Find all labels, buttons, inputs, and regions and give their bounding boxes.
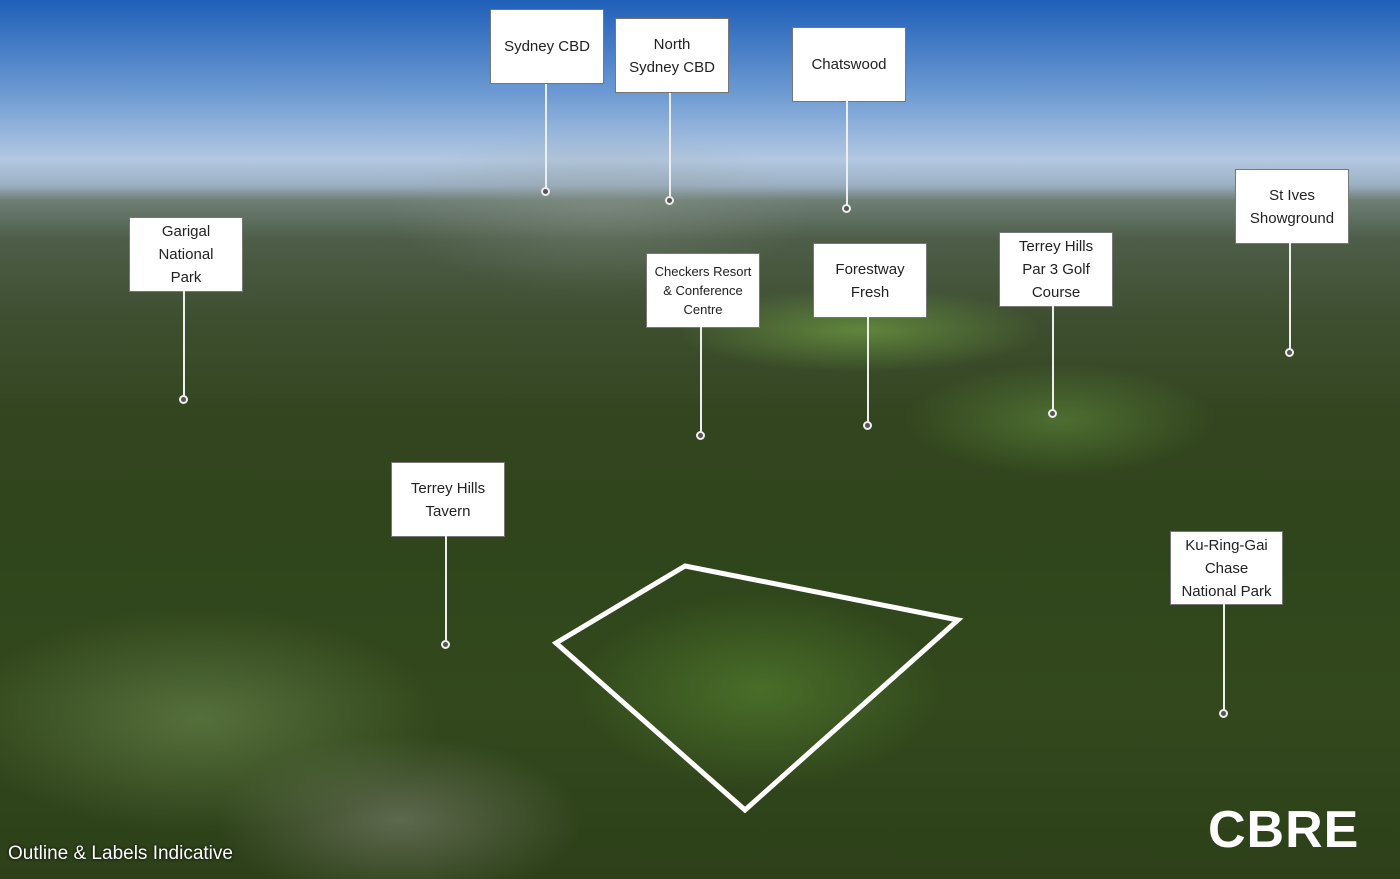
- pointer-dot: [842, 204, 851, 213]
- pointer-line: [1289, 243, 1291, 352]
- label-garigal-national-park: Garigal National Park: [129, 217, 243, 292]
- disclaimer-note: Outline & Labels Indicative: [8, 843, 233, 864]
- label-terrey-hills-golf: Terrey Hills Par 3 Golf Course: [999, 232, 1113, 307]
- pointer-dot: [665, 196, 674, 205]
- cbre-logo: CBRE: [1208, 801, 1360, 859]
- label-ku-ring-gai: Ku-Ring-Gai Chase National Park: [1170, 531, 1283, 605]
- pointer-dot: [1219, 709, 1228, 718]
- pointer-line: [545, 84, 547, 190]
- label-north-sydney-cbd: North Sydney CBD: [615, 18, 729, 93]
- pointer-line: [846, 101, 848, 208]
- label-terrey-hills-tavern: Terrey Hills Tavern: [391, 462, 505, 537]
- pointer-dot: [441, 640, 450, 649]
- pointer-line: [669, 93, 671, 200]
- pointer-line: [700, 327, 702, 435]
- pointer-dot: [179, 395, 188, 404]
- pointer-dot: [863, 421, 872, 430]
- pointer-dot: [1048, 409, 1057, 418]
- pointer-dot: [1285, 348, 1294, 357]
- label-st-ives-showground: St Ives Showground: [1235, 169, 1349, 244]
- pointer-line: [445, 536, 447, 644]
- label-sydney-cbd: Sydney CBD: [490, 9, 604, 84]
- label-checkers-resort: Checkers Resort & Conference Centre: [646, 253, 760, 328]
- pointer-line: [867, 317, 869, 425]
- pointer-line: [1223, 604, 1225, 713]
- pointer-dot: [696, 431, 705, 440]
- label-forestway-fresh: Forestway Fresh: [813, 243, 927, 318]
- label-chatswood: Chatswood: [792, 27, 906, 102]
- pointer-line: [1052, 306, 1054, 413]
- pointer-dot: [541, 187, 550, 196]
- pointer-line: [183, 291, 185, 399]
